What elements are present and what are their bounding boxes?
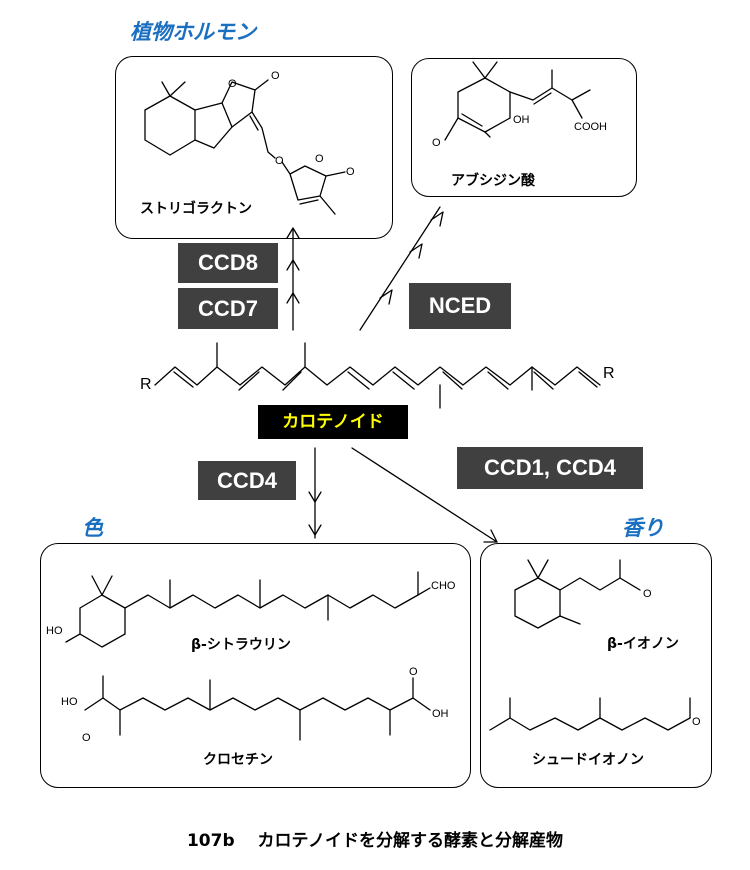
- strigo-o5: O: [346, 166, 355, 178]
- crocetin-o-right: O: [409, 666, 418, 678]
- aroma-products-box: [480, 543, 712, 788]
- crocetin-o-left: O: [82, 732, 91, 744]
- abscisic-acid-box: [411, 58, 637, 197]
- enzyme-ccd8: CCD8: [178, 243, 278, 283]
- strigo-o3: O: [275, 155, 284, 167]
- aba-cooh: COOH: [574, 121, 607, 133]
- enzyme-ccd1-ccd4: CCD1, CCD4: [457, 447, 643, 489]
- category-color: 色: [82, 516, 103, 540]
- strigo-o1: O: [228, 78, 237, 90]
- arrow-to-strigolactone: [286, 227, 300, 331]
- carotenoid-structure: [154, 342, 601, 409]
- strigolactone-structure: [144, 79, 346, 215]
- compound-ionone: β-イオノン: [607, 636, 679, 652]
- compound-pseudoionone: シュードイオノン: [532, 752, 644, 768]
- arrow-to-abscisic-acid: [359, 206, 444, 331]
- figure-caption: 107b カロテノイドを分解する酵素と分解産物: [186, 831, 564, 851]
- abscisic-acid-structure: [444, 61, 591, 141]
- carotenoid-label: カロテノイド: [258, 405, 408, 439]
- enzyme-ccd7: CCD7: [178, 288, 278, 329]
- pseudoionone-o: O: [692, 716, 701, 728]
- pseudoionone-structure: [489, 697, 691, 731]
- arrow-to-aroma: [351, 447, 498, 543]
- crocetin-oh: OH: [432, 708, 449, 720]
- compound-crocetin: クロセチン: [203, 752, 273, 768]
- category-aroma: 香り: [622, 516, 664, 540]
- strigo-o2: O: [271, 70, 280, 82]
- color-products-box: [40, 543, 471, 788]
- r-left-label: R: [140, 376, 152, 393]
- arrow-to-color: [308, 447, 322, 539]
- compound-abscisic-acid: アブシジン酸: [451, 173, 535, 189]
- compound-citraurin: β-シトラウリン: [191, 637, 291, 653]
- crocetin-structure: [84, 675, 431, 741]
- compound-strigolactone: ストリゴラクトン: [140, 201, 252, 217]
- category-plant-hormone: 植物ホルモン: [130, 20, 256, 44]
- enzyme-nced: NCED: [409, 283, 511, 329]
- aba-oh: OH: [513, 114, 530, 126]
- citraurin-cho: CHO: [431, 580, 456, 592]
- enzyme-ccd4: CCD4: [198, 461, 296, 500]
- ionone-o: O: [643, 588, 652, 600]
- aba-o: O: [432, 137, 441, 149]
- ionone-structure: [514, 559, 641, 629]
- citraurin-ho: HO: [46, 625, 63, 637]
- strigo-o4: O: [315, 153, 324, 165]
- r-right-label: R: [603, 365, 615, 382]
- crocetin-ho: HO: [61, 696, 78, 708]
- strigolactone-box: [115, 56, 393, 239]
- citraurin-structure: [65, 571, 431, 648]
